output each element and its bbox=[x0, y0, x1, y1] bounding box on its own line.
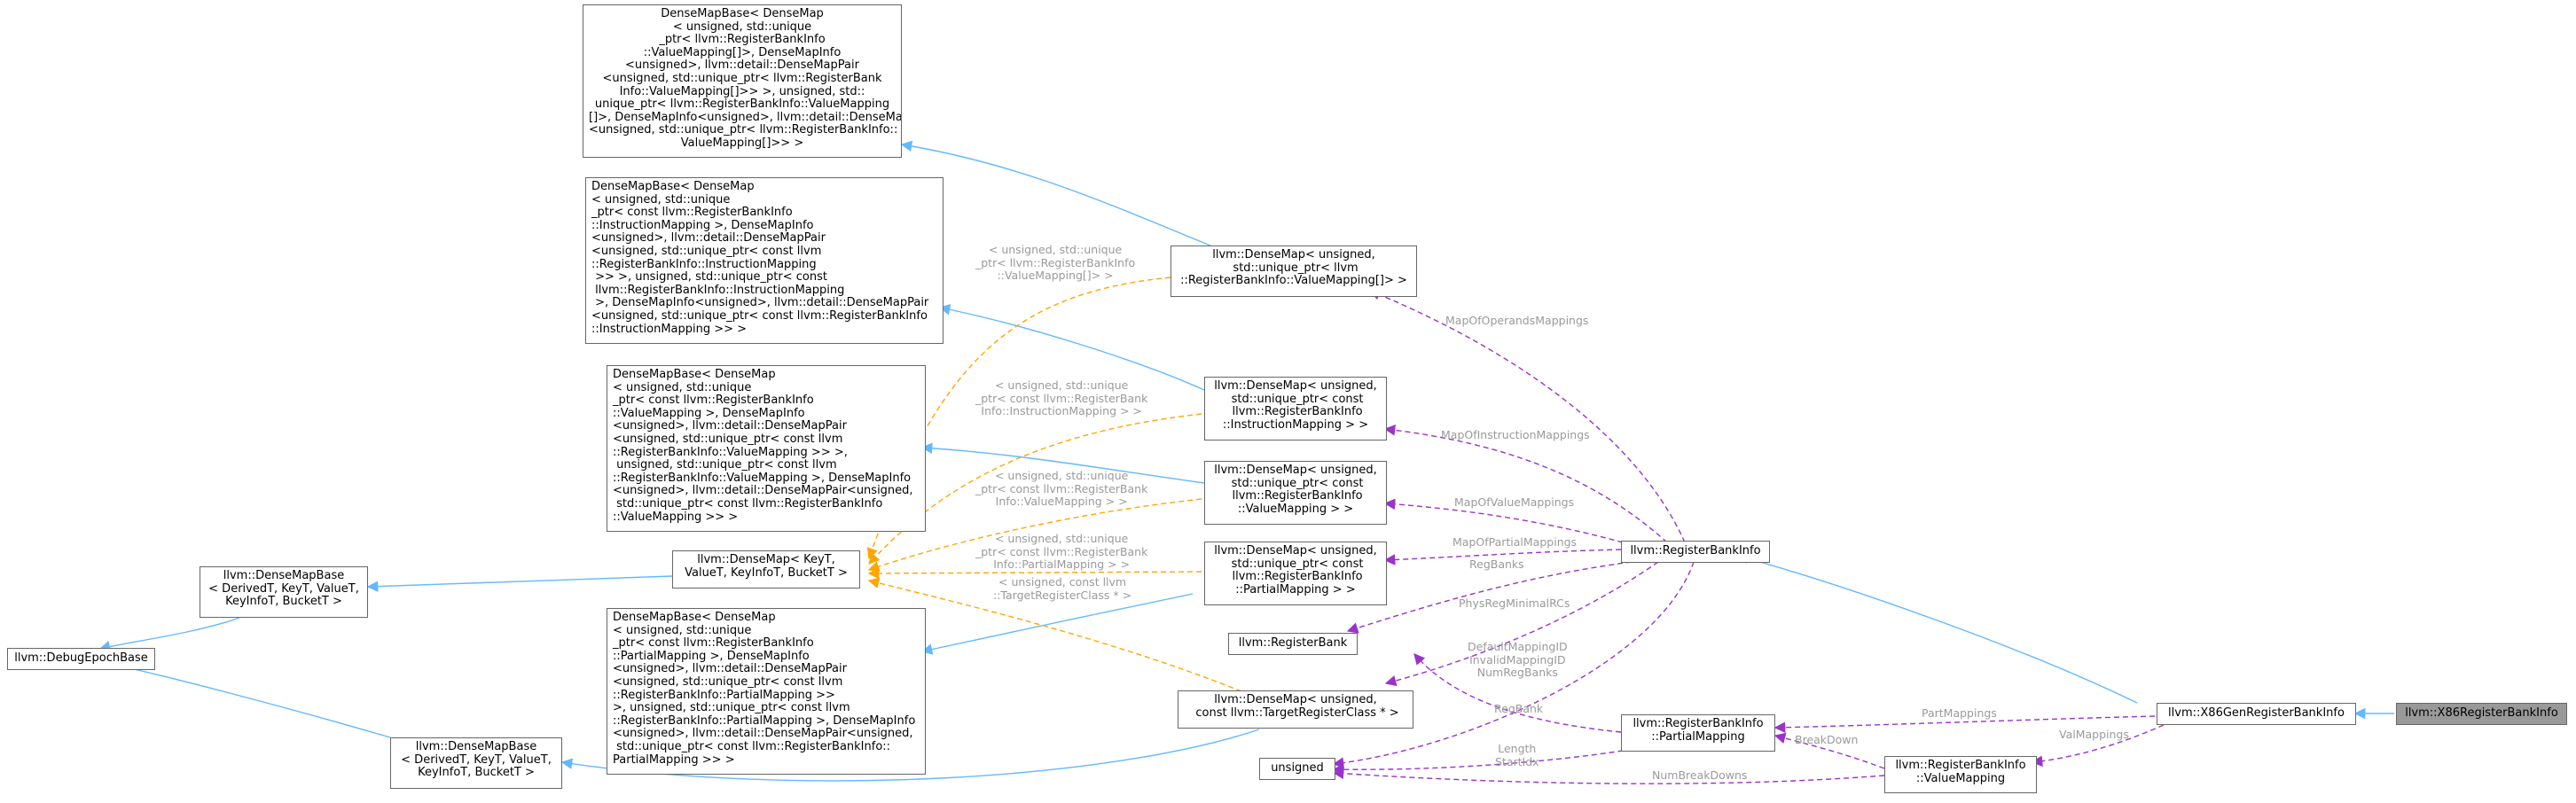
edge-label-length-start-idx: Length StartIdx bbox=[1495, 742, 1539, 768]
node-x86-register-bank-info[interactable]: llvm::X86RegisterBankInfo bbox=[2396, 703, 2567, 725]
edge-label-reg-bank: RegBank bbox=[1494, 702, 1544, 715]
node-densemap-generic[interactable]: llvm::DenseMap< KeyT, ValueT, KeyInfoT, … bbox=[672, 550, 860, 589]
node-partial-mapping[interactable]: llvm::RegisterBankInfo ::PartialMapping bbox=[1621, 714, 1775, 752]
edge-densemap-instructionmapping-to-base bbox=[938, 304, 1205, 391]
node-densemap-valuemapping-array[interactable]: llvm::DenseMap< unsigned, std::unique_pt… bbox=[1171, 246, 1417, 297]
inheritance-edges bbox=[96, 140, 2394, 782]
edge-tmpl-valuemapping-array bbox=[866, 277, 1171, 560]
edge-map-of-operands-mappings bbox=[1368, 289, 1686, 543]
node-densemap-instructionmapping[interactable]: llvm::DenseMap< unsigned, std::unique_pt… bbox=[1204, 377, 1387, 440]
node-register-bank-info[interactable]: llvm::RegisterBankInfo bbox=[1621, 541, 1770, 563]
edge-densemap-generic-to-densemapbase-top bbox=[366, 575, 673, 593]
edge-reg-banks bbox=[1346, 561, 1633, 634]
edge-densemapbase-bottom-to-debugepoch bbox=[96, 658, 391, 738]
edge-label-part-mappings: PartMappings bbox=[1922, 706, 1997, 720]
edge-label-tmpl-valuemapping-array: < unsigned, std::unique _ptr< llvm::Regi… bbox=[975, 243, 1136, 282]
edge-label-tmpl-valuemapping: < unsigned, std::unique _ptr< const llvm… bbox=[975, 469, 1148, 508]
edge-densemap-partialmapping-to-base bbox=[920, 593, 1194, 655]
node-x86-gen-register-bank-info[interactable]: llvm::X86GenRegisterBankInfo bbox=[2157, 703, 2356, 725]
edge-label-map-of-operands-mappings: MapOfOperandsMappings bbox=[1445, 314, 1589, 327]
node-debug-epoch-base[interactable]: llvm::DebugEpochBase bbox=[7, 648, 155, 670]
node-densemap-targetregisterclass[interactable]: llvm::DenseMap< unsigned, const llvm::Ta… bbox=[1178, 690, 1413, 729]
edge-map-of-instruction-mappings bbox=[1383, 425, 1668, 543]
edge-tmpl-valuemapping bbox=[867, 498, 1202, 573]
edge-label-tmpl-instructionmapping: < unsigned, std::unique _ptr< const llvm… bbox=[975, 378, 1148, 417]
edge-part-mappings bbox=[1773, 715, 2156, 734]
edge-label-reg-banks: RegBanks bbox=[1469, 557, 1524, 571]
edge-label-default-mapping-ids: DefaultMappingID InvalidMappingID NumReg… bbox=[1468, 640, 1568, 679]
node-densemapbase-valuemapping[interactable]: DenseMapBase< DenseMap < unsigned, std::… bbox=[607, 365, 926, 532]
edge-label-tmpl-targetregisterclass: < unsigned, const llvm ::TargetRegisterC… bbox=[993, 575, 1132, 602]
edge-label-phys-reg-minimal-rcs: PhysRegMinimalRCs bbox=[1459, 596, 1570, 610]
edge-tmpl-targetregisterclass bbox=[867, 577, 1242, 692]
edge-num-break-downs bbox=[1332, 768, 1885, 784]
edge-label-map-of-instruction-mappings: MapOfInstructionMappings bbox=[1441, 428, 1590, 441]
node-densemap-valuemapping[interactable]: llvm::DenseMap< unsigned, std::unique_pt… bbox=[1204, 461, 1387, 525]
edge-map-of-value-mappings bbox=[1383, 498, 1624, 543]
node-densemapbase-partialmapping[interactable]: DenseMapBase< DenseMap < unsigned, std::… bbox=[607, 608, 926, 775]
edge-label-map-of-value-mappings: MapOfValueMappings bbox=[1454, 495, 1575, 509]
usage-edges bbox=[1332, 289, 2165, 784]
node-densemapbase-instructionmapping[interactable]: DenseMapBase< DenseMap < unsigned, std::… bbox=[585, 177, 943, 344]
edge-label-break-down: BreakDown bbox=[1795, 733, 1859, 746]
edge-tmpl-partialmapping bbox=[867, 567, 1202, 580]
edge-densemapbase-top-to-debugepoch bbox=[98, 617, 240, 652]
edge-label-num-break-downs: NumBreakDowns bbox=[1652, 768, 1748, 782]
edge-map-of-partial-mappings bbox=[1383, 549, 1622, 565]
node-densemapbase-generic-bottom[interactable]: llvm::DenseMapBase < DerivedT, KeyT, Val… bbox=[390, 737, 562, 789]
edge-densemap-valuemapping-to-base bbox=[920, 442, 1205, 484]
edge-x86gen-to-registerbankinfo bbox=[1736, 552, 2138, 704]
node-unsigned[interactable]: unsigned bbox=[1259, 758, 1335, 780]
template-edges bbox=[866, 277, 1242, 692]
edge-break-down bbox=[1773, 732, 1885, 769]
edge-length-start-idx bbox=[1332, 745, 1650, 776]
node-register-bank[interactable]: llvm::RegisterBank bbox=[1228, 633, 1358, 655]
edge-densemap-valuemapping-array-to-base bbox=[900, 140, 1211, 246]
node-densemap-partialmapping[interactable]: llvm::DenseMap< unsigned, std::unique_pt… bbox=[1204, 542, 1387, 605]
edge-label-map-of-partial-mappings: MapOfPartialMappings bbox=[1452, 535, 1578, 549]
edge-phys-reg-minimal-rcs bbox=[1384, 561, 1659, 687]
node-value-mapping[interactable]: llvm::RegisterBankInfo ::ValueMapping bbox=[1884, 756, 2037, 793]
node-densemapbase-valuemapping-array[interactable]: DenseMapBase< DenseMap < unsigned, std::… bbox=[583, 4, 902, 158]
edge-default-mapping-ids bbox=[1332, 561, 1695, 768]
node-densemapbase-generic-top[interactable]: llvm::DenseMapBase < DerivedT, KeyT, Val… bbox=[200, 566, 368, 618]
edge-label-val-mappings: ValMappings bbox=[2059, 728, 2129, 741]
edge-label-tmpl-partialmapping: < unsigned, std::unique _ptr< const llvm… bbox=[975, 532, 1148, 571]
edge-reg-bank bbox=[1413, 653, 1622, 733]
